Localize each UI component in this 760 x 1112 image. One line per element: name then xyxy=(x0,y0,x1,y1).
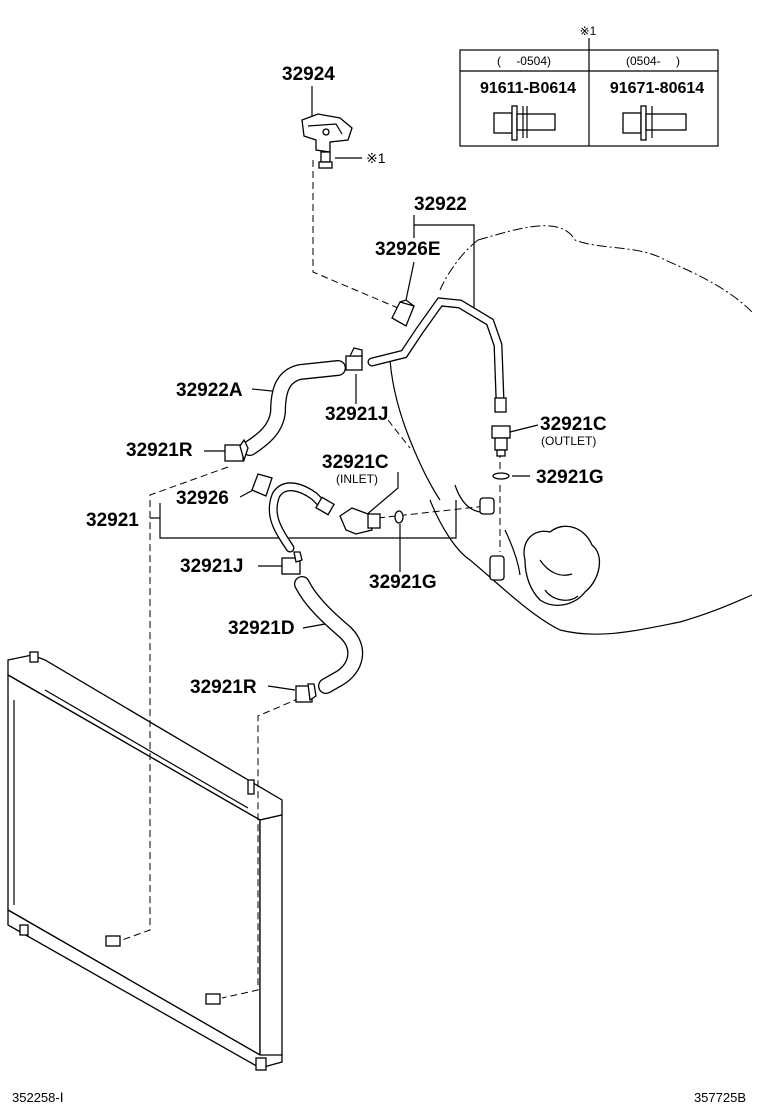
label-32921J-low: 32921J xyxy=(180,556,243,577)
o-ring-32921G-right xyxy=(492,472,510,480)
hose-32922A xyxy=(242,360,346,456)
table-col2-part-number: 91671-80614 xyxy=(610,80,704,97)
clamp-32926E xyxy=(391,299,415,327)
bolt-drawing-1 xyxy=(493,105,556,141)
transmission-port-upper xyxy=(479,497,505,581)
label-32926E: 32926E xyxy=(375,239,441,260)
label-32921C-outlet: 32921C xyxy=(540,414,607,435)
label-bolt-note: ※1 xyxy=(366,150,386,166)
part-labels: 32924 ※1 32922 32926E 32922A 32921J 3292… xyxy=(86,64,607,698)
label-32926: 32926 xyxy=(176,488,229,509)
table-note-mark: ※1 xyxy=(580,24,597,38)
label-outlet: (OUTLET) xyxy=(541,434,596,448)
label-32924: 32924 xyxy=(282,64,335,85)
label-32921G-right: 32921G xyxy=(536,467,604,488)
fitting-32921C-inlet xyxy=(339,507,381,535)
label-32921G-low: 32921G xyxy=(369,572,437,593)
clip-32921R-top xyxy=(224,438,249,463)
label-32922A: 32922A xyxy=(176,380,243,401)
footer-right-code: 357725B xyxy=(694,1090,746,1105)
clamp-32926 xyxy=(251,473,273,497)
o-ring-32921G-low xyxy=(394,510,404,524)
bolt-91611 xyxy=(318,151,333,169)
table-col1-header: ( -0504) xyxy=(497,54,551,68)
bracket-32924 xyxy=(301,113,353,153)
label-inlet: (INLET) xyxy=(336,472,378,486)
clip-32921J-top xyxy=(345,347,363,371)
bolt-variant-table: ※1 ( -0504) (0504- ) 91611-B0614 91671-8… xyxy=(459,24,719,147)
label-32921R-top: 32921R xyxy=(126,440,193,461)
hose-32921D xyxy=(294,576,364,694)
label-32921: 32921 xyxy=(86,510,139,531)
footer-left-code: 352258-Ⅰ xyxy=(12,1090,64,1105)
radiator xyxy=(7,651,283,1071)
fitting-32921C-outlet xyxy=(491,425,511,457)
tube-32922 xyxy=(367,297,507,413)
table-col2-header: (0504- ) xyxy=(626,54,680,68)
tube-32921 xyxy=(268,482,335,553)
leader-lines xyxy=(121,86,539,999)
clip-32921R-low xyxy=(295,683,317,703)
label-32921J-top: 32921J xyxy=(325,404,388,425)
label-32921R-low: 32921R xyxy=(190,677,257,698)
bolt-drawing-2 xyxy=(622,105,687,141)
label-32922: 32922 xyxy=(414,194,467,215)
label-32921D: 32921D xyxy=(228,618,295,639)
table-col1-part-number: 91611-B0614 xyxy=(480,80,576,97)
clip-32921J-low xyxy=(281,551,303,575)
label-32921C-inlet: 32921C xyxy=(322,452,389,473)
transmission-outline xyxy=(389,225,753,635)
